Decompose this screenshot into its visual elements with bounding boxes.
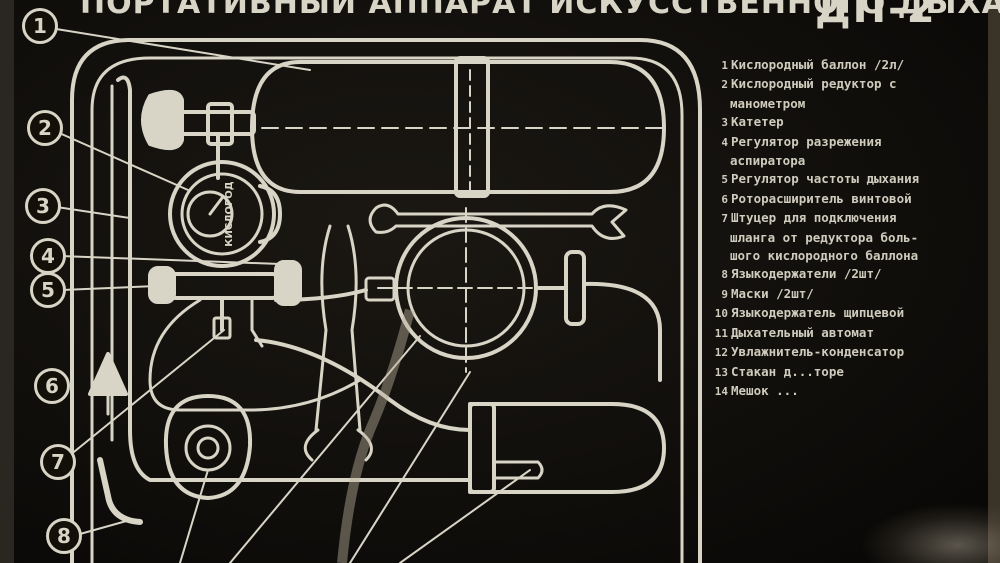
wrench	[368, 203, 628, 240]
callout-2: 2	[27, 110, 63, 146]
legend-text: Кислородный баллон /2л/	[731, 57, 905, 72]
legend-number: 10	[714, 307, 728, 321]
oxygen-cylinder	[250, 60, 666, 194]
manometer	[168, 160, 276, 268]
oxygen-hose	[254, 288, 472, 432]
legend-item-continuation: аспиратора	[712, 152, 1000, 170]
legend-text: Языкодержатели /2шт/	[731, 266, 882, 282]
model-label: ДП-2	[815, 0, 937, 32]
callout-6: 6	[34, 368, 70, 404]
side-valve	[564, 250, 586, 326]
legend-number: 12	[714, 346, 728, 360]
legend-number: 11	[714, 326, 728, 340]
legend-text: Дыхательный автомат	[731, 324, 874, 340]
legend-number: 5	[721, 173, 728, 187]
legend-number: 6	[721, 192, 728, 206]
legend-text: Роторасширитель винтовой	[731, 190, 912, 206]
handwheel	[141, 89, 184, 151]
callout-5: 5	[30, 272, 66, 308]
legend-text: аспиратора	[730, 153, 806, 169]
legend-text: Мешок ...	[731, 382, 799, 398]
plate-title: ПОРТАТИВНЫЙ АППАРАТ ИСКУССТВЕННОГО ДЫХАН…	[80, 0, 1000, 21]
legend-item-continuation: шланга от редуктора боль-	[712, 229, 1000, 247]
legend-text: Кислородный редуктор с	[731, 76, 897, 92]
legend-text: шланга от редуктора боль-	[730, 229, 919, 245]
callout-7: 7	[40, 444, 76, 480]
case-outline	[128, 38, 702, 563]
legend-number: 3	[721, 116, 728, 130]
case-outline-inner	[148, 56, 684, 563]
legend-text: Катетер	[731, 114, 784, 130]
dirt-streak	[337, 308, 415, 563]
cylinder-valve	[176, 110, 256, 136]
legend-number: 7	[721, 212, 728, 226]
case-outline-left	[70, 38, 132, 563]
plate-frame-right	[988, 0, 1000, 563]
mouth-gag	[88, 352, 128, 396]
regulator-block	[170, 272, 278, 300]
legend-item-continuation: шого кислородного баллона	[712, 247, 1000, 265]
case-outline-left-inner	[90, 56, 152, 563]
paint-damage	[860, 503, 1000, 563]
callout-1: 1	[22, 8, 58, 44]
callout-3: 3	[25, 188, 61, 224]
callout-4: 4	[30, 238, 66, 274]
legend-number: 2	[721, 78, 728, 92]
legend-text: Штуцер для подключения	[731, 210, 897, 226]
legend-item-continuation: манометром	[712, 95, 1000, 113]
legend-text: шого кислородного баллона	[730, 248, 919, 264]
gauge-label: КИСЛОРОД	[224, 181, 235, 247]
legend-number: 1	[721, 59, 728, 72]
tongue-forceps	[314, 224, 362, 432]
legend-text: Языкодержатель щипцевой	[731, 305, 905, 321]
callout-8: 8	[46, 518, 82, 554]
legend-text: Стакан д...торе	[731, 363, 844, 379]
legend-text: Маски /2шт/	[731, 285, 814, 301]
catheter	[116, 75, 472, 482]
legend-text: Регулятор частоты дыхания	[731, 171, 920, 187]
legend-number: 14	[714, 384, 728, 398]
legend-number: 9	[721, 287, 728, 301]
legend-text: Регулятор разрежения	[731, 133, 882, 149]
legend-number: 13	[714, 365, 728, 379]
mask	[163, 394, 253, 500]
legend-number: 4	[721, 135, 728, 149]
humidifier-bag	[468, 402, 666, 494]
legend-text: манометром	[730, 95, 806, 111]
legend-number: 8	[721, 268, 728, 282]
plate-frame-left	[0, 0, 14, 563]
tongue-holder	[97, 457, 143, 525]
legend-text: Увлажнитель-конденсатор	[731, 344, 905, 360]
